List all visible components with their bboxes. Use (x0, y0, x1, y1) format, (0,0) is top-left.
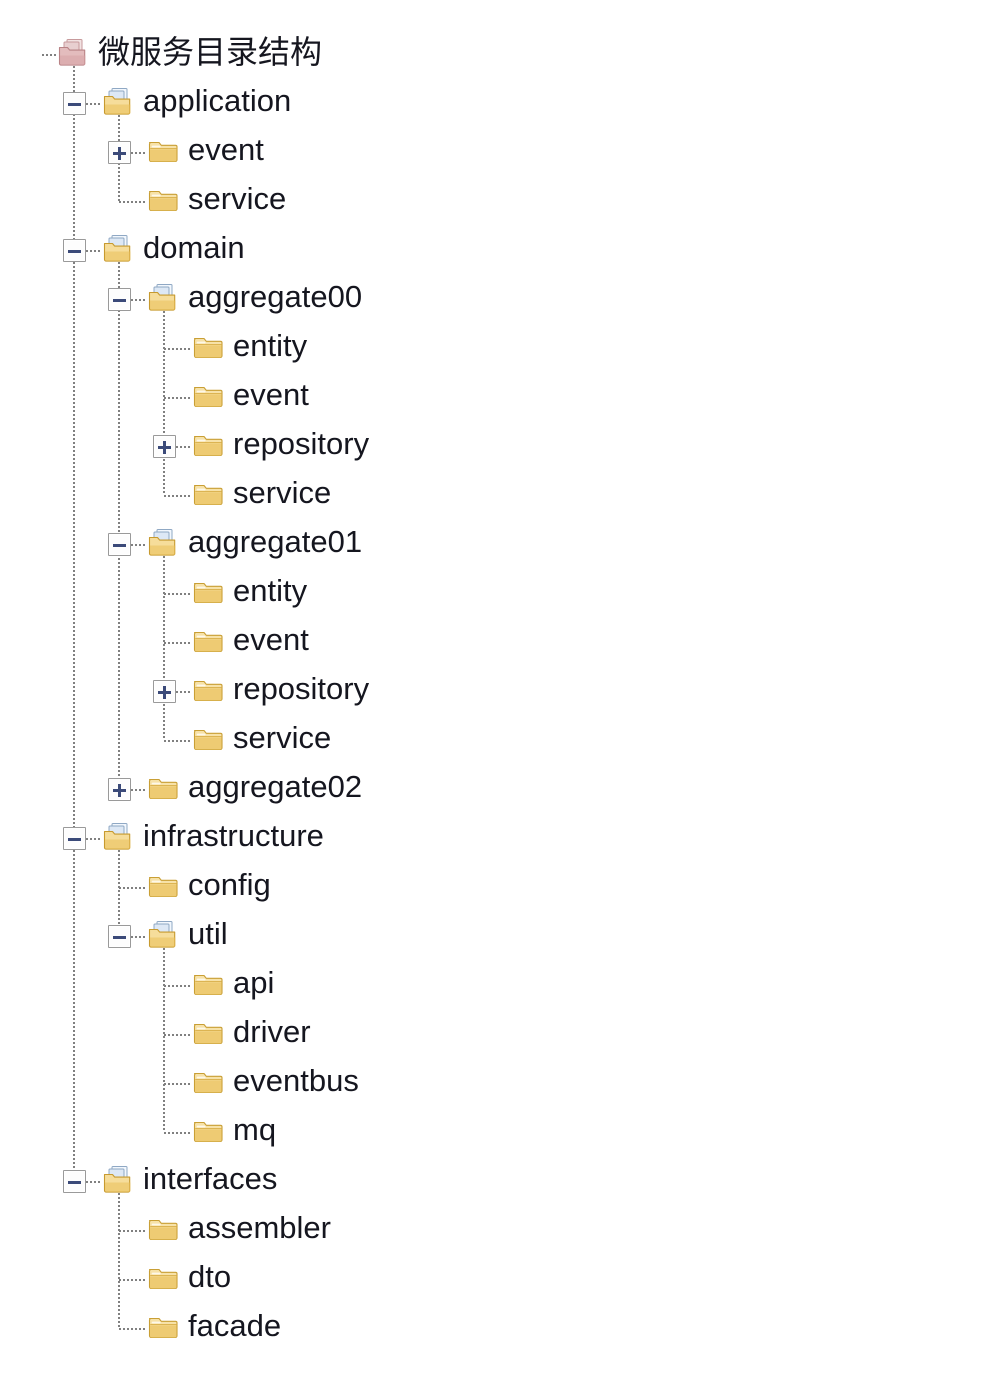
tree-node-util-mq[interactable]: mq (233, 1112, 277, 1147)
closed-folder-icon (192, 724, 224, 754)
tree-node-interfaces[interactable]: interfaces (143, 1161, 278, 1196)
tree-node-util-eventbus[interactable]: eventbus (233, 1063, 359, 1098)
closed-folder-icon (192, 1018, 224, 1048)
closed-folder-icon (147, 1214, 179, 1244)
tree-guide-line-horizontal (119, 299, 147, 301)
tree-guide-line-horizontal (119, 544, 147, 546)
root-project-folder-icon (57, 38, 89, 68)
closed-folder-icon (192, 332, 224, 362)
closed-folder-icon (147, 185, 179, 215)
tree-guide-line-horizontal (164, 642, 192, 644)
tree-expander-minus-icon[interactable] (63, 827, 86, 850)
tree-guide-line-horizontal (119, 789, 147, 791)
tree-guide-line-horizontal (164, 397, 192, 399)
closed-folder-icon (192, 969, 224, 999)
tree-guide-line-horizontal (119, 1328, 147, 1330)
tree-guide-line-horizontal (164, 348, 192, 350)
tree-node-aggregate01[interactable]: aggregate01 (188, 524, 363, 559)
open-folder-icon (147, 528, 179, 558)
tree-expander-minus-icon[interactable] (63, 92, 86, 115)
tree-expander-plus-icon[interactable] (153, 680, 176, 703)
closed-folder-icon (147, 871, 179, 901)
tree-guide-line-vertical (73, 66, 75, 1181)
tree-guide-line-vertical (163, 311, 165, 495)
tree-expander-minus-icon[interactable] (63, 239, 86, 262)
tree-node-root[interactable]: 微服务目录结构 (98, 33, 323, 71)
tree-guide-line-horizontal (164, 1132, 192, 1134)
tree-guide-line-horizontal (74, 1181, 102, 1183)
tree-guide-line-horizontal (164, 1083, 192, 1085)
tree-node-domain[interactable]: domain (143, 230, 245, 265)
tree-node-application-event[interactable]: event (188, 132, 264, 167)
tree-guide-line-horizontal (164, 740, 192, 742)
closed-folder-icon (147, 1263, 179, 1293)
closed-folder-icon (147, 136, 179, 166)
tree-guide-line-horizontal (164, 985, 192, 987)
tree-guide-line-vertical (163, 556, 165, 740)
tree-node-application[interactable]: application (143, 83, 292, 118)
tree-guide-line-horizontal (164, 446, 192, 448)
tree-node-aggregate01-service[interactable]: service (233, 720, 332, 755)
tree-expander-minus-icon[interactable] (108, 533, 131, 556)
tree-guide-line-horizontal (164, 1034, 192, 1036)
tree-node-aggregate00-event[interactable]: event (233, 377, 309, 412)
tree-expander-minus-icon[interactable] (108, 925, 131, 948)
open-folder-icon (102, 234, 134, 264)
closed-folder-icon (192, 675, 224, 705)
tree-guide-line-horizontal (164, 691, 192, 693)
tree-guide-line-horizontal (164, 495, 192, 497)
tree-node-infrastructure-config[interactable]: config (188, 867, 271, 902)
tree-node-util-driver[interactable]: driver (233, 1014, 311, 1049)
tree-expander-minus-icon[interactable] (108, 288, 131, 311)
tree-guide-line-horizontal (119, 201, 147, 203)
tree-guide-line-horizontal (74, 838, 102, 840)
open-folder-icon (102, 1165, 134, 1195)
tree-node-aggregate01-repository[interactable]: repository (233, 671, 370, 706)
tree-guide-line-vertical (118, 1193, 120, 1328)
tree-expander-plus-icon[interactable] (108, 141, 131, 164)
tree-guide-line-horizontal (119, 1230, 147, 1232)
closed-folder-icon (192, 577, 224, 607)
tree-node-aggregate00-repository[interactable]: repository (233, 426, 370, 461)
tree-node-application-service[interactable]: service (188, 181, 287, 216)
open-folder-icon (147, 920, 179, 950)
tree-guide-line-horizontal (119, 936, 147, 938)
open-folder-icon (102, 822, 134, 852)
tree-node-aggregate00-entity[interactable]: entity (233, 328, 308, 363)
tree-guide-line-horizontal (119, 1279, 147, 1281)
closed-folder-icon (192, 381, 224, 411)
tree-guide-line-horizontal (42, 54, 56, 56)
tree-guide-line-vertical (118, 262, 120, 789)
closed-folder-icon (192, 626, 224, 656)
tree-node-util-api[interactable]: api (233, 965, 275, 1000)
closed-folder-icon (147, 773, 179, 803)
tree-node-interfaces-facade[interactable]: facade (188, 1308, 282, 1343)
tree-node-aggregate01-event[interactable]: event (233, 622, 309, 657)
closed-folder-icon (192, 479, 224, 509)
closed-folder-icon (192, 1116, 224, 1146)
tree-guide-line-vertical (118, 850, 120, 936)
tree-node-aggregate00[interactable]: aggregate00 (188, 279, 363, 314)
tree-node-infrastructure[interactable]: infrastructure (143, 818, 324, 853)
tree-guide-line-horizontal (74, 250, 102, 252)
tree-guide-line-horizontal (119, 152, 147, 154)
tree-node-aggregate00-service[interactable]: service (233, 475, 332, 510)
tree-guide-line-horizontal (119, 887, 147, 889)
tree-node-aggregate02[interactable]: aggregate02 (188, 769, 363, 804)
tree-node-interfaces-dto[interactable]: dto (188, 1259, 232, 1294)
open-folder-icon (147, 283, 179, 313)
open-folder-icon (102, 87, 134, 117)
tree-guide-line-horizontal (164, 593, 192, 595)
closed-folder-icon (147, 1312, 179, 1342)
closed-folder-icon (192, 1067, 224, 1097)
tree-expander-plus-icon[interactable] (108, 778, 131, 801)
tree-expander-minus-icon[interactable] (63, 1170, 86, 1193)
tree-node-interfaces-assembler[interactable]: assembler (188, 1210, 331, 1245)
tree-guide-line-vertical (163, 948, 165, 1132)
tree-guide-line-horizontal (74, 103, 102, 105)
tree-node-aggregate01-entity[interactable]: entity (233, 573, 308, 608)
tree-expander-plus-icon[interactable] (153, 435, 176, 458)
tree-node-infrastructure-util[interactable]: util (188, 916, 228, 951)
closed-folder-icon (192, 430, 224, 460)
